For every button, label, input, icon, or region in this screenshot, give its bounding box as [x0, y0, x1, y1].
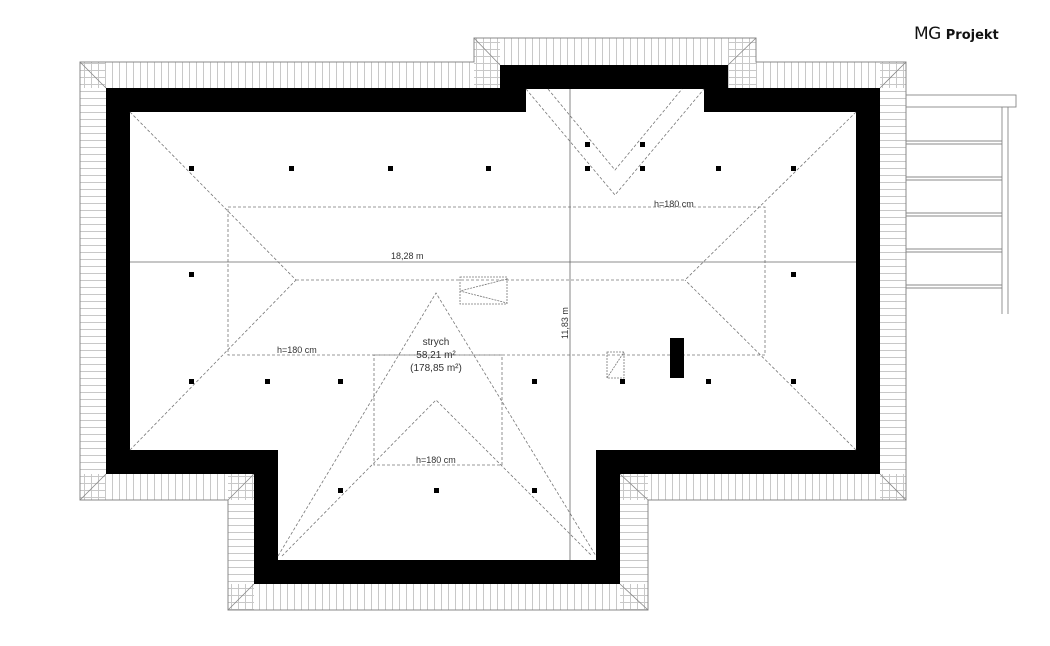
dimension-lines [130, 89, 856, 560]
ceiling-height-label: h=180 cm [277, 345, 317, 355]
roof-eaves [79, 37, 907, 611]
exterior-wall [106, 65, 880, 584]
depth-dimension-label: 11,83 m [560, 307, 570, 339]
roof-hatch [459, 276, 625, 379]
width-dimension-label: 18,28 m [391, 251, 424, 261]
roof-supports [189, 142, 796, 493]
logo-name: Projekt [945, 28, 999, 43]
exterior-stairs [905, 94, 1017, 314]
ceiling-height-label: h=180 cm [654, 199, 694, 209]
logo-brand: MG [914, 24, 941, 44]
room-total-area: (178,85 m²) [410, 363, 462, 374]
room-name: strych [422, 337, 450, 348]
room-label: strych 58,21 m² (178,85 m²) [384, 336, 488, 375]
ceiling-height-label: h=180 cm [416, 455, 456, 465]
chimney [670, 338, 684, 378]
room-area: 58,21 m² [416, 350, 456, 361]
mg-projekt-logo: MG Projekt [914, 24, 999, 44]
